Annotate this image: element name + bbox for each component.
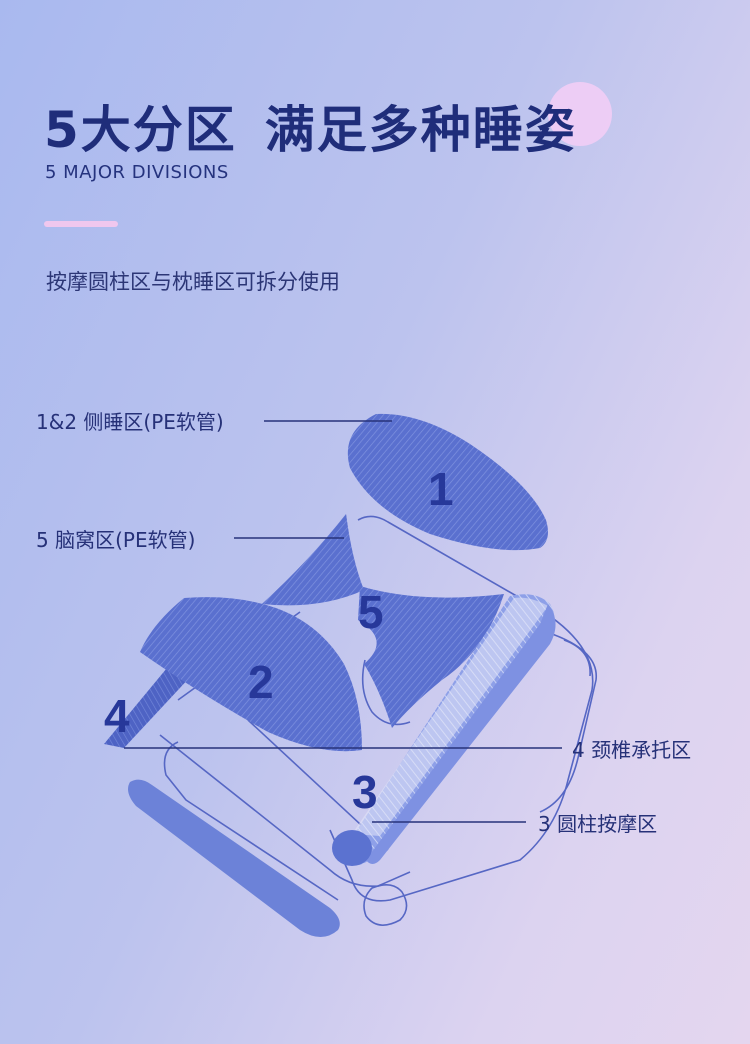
- callout-cylinder-massage: 3 圆柱按摩区: [538, 812, 658, 836]
- page-subtitle: 5 MAJOR DIVISIONS: [45, 162, 229, 183]
- decorative-circle: [548, 82, 612, 146]
- description-text: 按摩圆柱区与枕睡区可拆分使用: [46, 270, 340, 294]
- zone-number-3: 3: [352, 766, 378, 818]
- callout-side-sleep: 1&2 侧睡区(PE软管): [36, 410, 224, 434]
- zone-1-side-sleep: [347, 413, 548, 551]
- zone-5-occipital-upper: [262, 514, 364, 606]
- callout-occipital: 5 脑窝区(PE软管): [36, 528, 196, 552]
- zone-2-side-sleep: [140, 597, 362, 752]
- zone-number-4: 4: [104, 690, 130, 742]
- page-title: 5大分区满足多种睡姿: [44, 90, 577, 162]
- accent-bar: [44, 221, 118, 227]
- title-part-1: 5大分区: [44, 101, 237, 159]
- bottom-bolster: [128, 779, 340, 937]
- zone-number-1: 1: [428, 463, 454, 515]
- zone-number-5: 5: [358, 586, 384, 638]
- zone-number-2: 2: [248, 656, 274, 708]
- zone-3-massage-cylinder: [332, 594, 556, 866]
- title-part-2: 满足多种睡姿: [264, 101, 577, 159]
- callout-neck-support: 4 颈椎承托区: [572, 738, 692, 762]
